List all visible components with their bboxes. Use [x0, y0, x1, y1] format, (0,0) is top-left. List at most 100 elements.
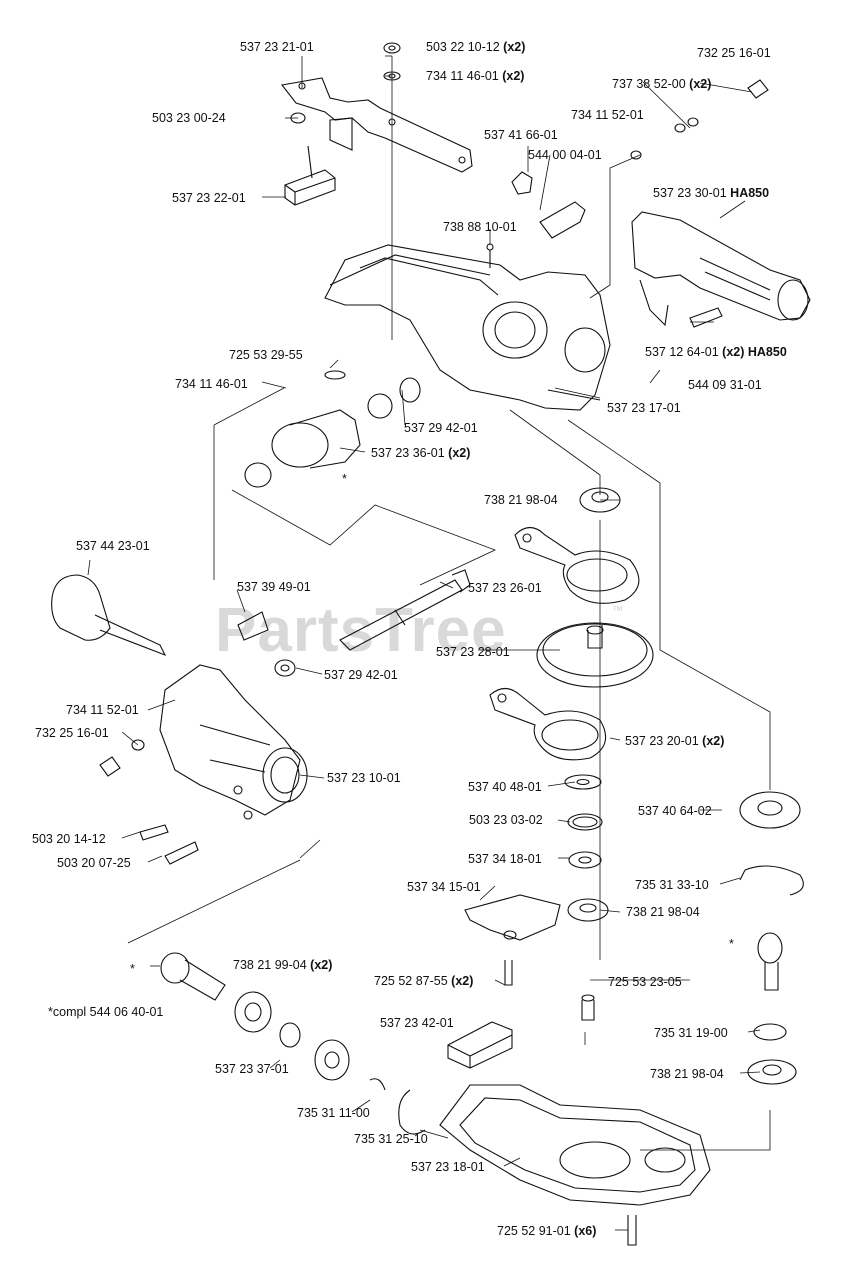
part-label: 537 23 22-01	[172, 191, 246, 205]
part-number: 537 23 17-01	[607, 401, 681, 415]
part-label: 725 52 91-01 (x6)	[497, 1224, 596, 1238]
knob	[51, 574, 167, 657]
washer-stack	[564, 774, 609, 1021]
large-gear	[536, 622, 654, 688]
part-label: 735 31 33-10	[635, 878, 709, 892]
part-label: 537 23 20-01 (x2)	[625, 734, 724, 748]
watermark-trademark: ™	[612, 605, 623, 617]
qty-tag: (x2)	[310, 958, 333, 972]
screw-and-clip	[486, 171, 586, 268]
part-number: 537 34 18-01	[468, 852, 542, 866]
part-label: 537 12 64-01 (x2) HA850	[645, 345, 787, 359]
part-number: 503 20 14-12	[32, 832, 106, 846]
guide-block	[447, 1021, 513, 1069]
part-number: 537 23 22-01	[172, 191, 246, 205]
part-number: 725 52 91-01	[497, 1224, 571, 1238]
part-label: 537 23 36-01 (x2)	[371, 446, 470, 460]
part-label: 537 23 26-01	[468, 581, 542, 595]
watermark: PartsTree	[215, 595, 507, 666]
bottom-plate	[439, 1084, 711, 1246]
part-number: 734 11 46-01	[426, 69, 499, 83]
right-bearing-stack	[739, 791, 804, 1085]
part-number: 732 25 16-01	[697, 46, 771, 60]
part-number: 537 39 49-01	[237, 580, 311, 594]
part-number: 735 31 19-00	[654, 1026, 728, 1040]
part-number: 537 40 48-01	[468, 780, 542, 794]
part-number: 734 11 52-01	[571, 108, 644, 122]
part-number: 725 53 29-55	[229, 348, 303, 362]
part-label: 537 40 64-02	[638, 804, 712, 818]
part-number: 537 23 42-01	[380, 1016, 454, 1030]
part-number: 537 12 64-01	[645, 345, 719, 359]
part-label: 537 23 37-01	[215, 1062, 289, 1076]
part-number: 537 23 28-01	[436, 645, 510, 659]
part-label: 732 25 16-01	[35, 726, 109, 740]
part-label: 537 29 42-01	[324, 668, 398, 682]
part-label: 537 29 42-01	[404, 421, 478, 435]
handle-ha850	[631, 211, 811, 328]
part-number: 537 44 23-01	[76, 539, 150, 553]
part-label: 503 23 03-02	[469, 813, 543, 827]
part-label: 725 53 29-55	[229, 348, 303, 362]
qty-tag: (x2) HA850	[722, 345, 787, 359]
part-number: 537 23 18-01	[411, 1160, 485, 1174]
connecting-rod-lower	[489, 687, 607, 761]
part-number: 537 40 64-02	[638, 804, 712, 818]
part-number: 725 52 87-55	[374, 974, 448, 988]
qty-tag: (x2)	[503, 40, 526, 54]
part-number: 735 31 25-10	[354, 1132, 428, 1146]
part-number: 537 23 10-01	[327, 771, 401, 785]
pinion-assembly	[160, 952, 426, 1135]
drive-shaft	[339, 569, 471, 651]
qty-tag: (x6)	[574, 1224, 597, 1238]
qty-tag: (x2)	[702, 734, 725, 748]
connecting-rod-upper	[514, 526, 640, 604]
bevel-gear	[244, 370, 421, 488]
part-number: 537 23 20-01	[625, 734, 699, 748]
part-label: 544 09 31-01	[688, 378, 762, 392]
part-number: 734 11 46-01	[175, 377, 248, 391]
part-label: 738 21 98-04	[626, 905, 700, 919]
part-label: 738 88 10-01	[443, 220, 517, 234]
part-label: 734 11 52-01	[571, 108, 644, 122]
part-label: 735 31 19-00	[654, 1026, 728, 1040]
cover-bracket	[464, 894, 561, 986]
asterisk-mark: *	[729, 937, 734, 951]
part-label: 537 23 30-01 HA850	[653, 186, 769, 200]
part-number: 537 41 66-01	[484, 128, 558, 142]
asterisk-mark: *	[342, 472, 347, 486]
part-number: 503 23 03-02	[469, 813, 543, 827]
part-label: 537 23 28-01	[436, 645, 510, 659]
part-label: 738 21 99-04 (x2)	[233, 958, 332, 972]
part-label: 537 23 21-01	[240, 40, 314, 54]
part-number: 537 34 15-01	[407, 880, 481, 894]
part-label: 537 34 18-01	[468, 852, 542, 866]
part-number: 544 09 31-01	[688, 378, 762, 392]
part-number: 737 38 52-00	[612, 77, 686, 91]
part-label: 537 40 48-01	[468, 780, 542, 794]
qty-tag: (x2)	[451, 974, 474, 988]
bearing-upper	[579, 487, 621, 513]
part-label: 725 52 87-55 (x2)	[374, 974, 473, 988]
spacer-block	[284, 145, 336, 206]
part-number: 738 88 10-01	[443, 220, 517, 234]
part-number: 537 23 36-01	[371, 446, 445, 460]
model-tag: HA850	[730, 186, 770, 200]
part-number: 735 31 11-00	[297, 1106, 370, 1120]
part-label: 734 11 46-01	[175, 377, 248, 391]
part-label: 737 38 52-00 (x2)	[612, 77, 711, 91]
part-label: 734 11 52-01	[66, 703, 139, 717]
part-label: 537 39 49-01	[237, 580, 311, 594]
part-label: 735 31 11-00	[297, 1106, 370, 1120]
part-number: 734 11 52-01	[66, 703, 139, 717]
part-number: 738 21 98-04	[626, 905, 700, 919]
left-fasteners	[99, 611, 296, 865]
part-number: 732 25 16-01	[35, 726, 109, 740]
part-number: 544 00 04-01	[528, 148, 602, 162]
part-number: 738 21 98-04	[484, 493, 558, 507]
part-label: 503 20 14-12	[32, 832, 106, 846]
part-label: 537 23 42-01	[380, 1016, 454, 1030]
part-number: 725 53 23-05	[608, 975, 682, 989]
part-label: 734 11 46-01 (x2)	[426, 69, 524, 83]
